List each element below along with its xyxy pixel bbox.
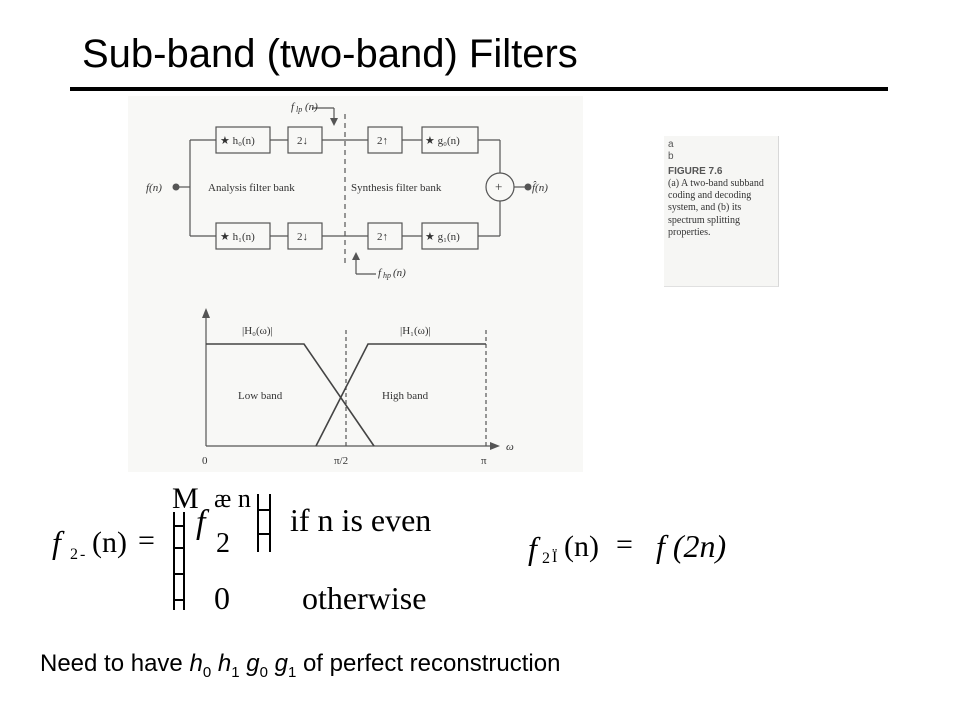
sum-label: + [495,179,502,194]
high-band-label: High band [382,390,429,402]
synthesis-label: Synthesis filter bank [351,182,442,194]
figure-caption-box [664,136,779,287]
brace-glyph-right [257,494,271,552]
title-underline [70,87,888,91]
f-lp-label: f [291,101,296,113]
svg-text:lp: lp [296,105,302,114]
g1-label: ★ g₁(n) [425,231,460,243]
up-bottom-label: 2↑ [377,231,388,243]
brace-glyph [173,512,185,610]
low-band-label: Low band [238,390,283,402]
axis-zero-label: 0 [202,455,208,467]
input-dot [172,183,180,191]
caption-text: (a) A two-band subband coding and decodi… [668,178,764,238]
svg-text:(n): (n) [305,101,318,113]
H1-label: |H₁(ω)| [400,325,431,337]
f-hp-label: f [378,267,383,279]
input-label: f(n) [146,182,162,194]
output-label: f̂(n) [532,181,548,194]
caption-ab: a b [668,139,674,162]
h1-label: ★ h₁(n) [220,231,255,243]
down-bottom-label: 2↓ [297,231,308,243]
caption-title: FIGURE 7.6 [668,166,723,177]
perfect-reconstruction-note: Need to have h0 h1 g0 g1 of perfect reco… [40,650,561,681]
up-top-label: 2↑ [377,135,388,147]
slide-title: Sub-band (two-band) Filters [82,32,578,76]
svg-text:hp: hp [383,271,391,280]
axis-omega-label: ω [506,441,514,453]
h0-label: ★ h₀(n) [220,135,255,147]
axis-mid-label: π/2 [334,455,348,467]
svg-text:(n): (n) [393,267,406,279]
analysis-label: Analysis filter bank [208,182,295,194]
filter-bank-figure: f lp (n) f hp (n) f(n) f̂(n) Analysis fi… [128,96,583,472]
output-dot [524,183,532,191]
H0-label: |H₀(ω)| [242,325,273,337]
down-top-label: 2↓ [297,135,308,147]
g0-label: ★ g₀(n) [425,135,460,147]
figure-svg: f lp (n) f hp (n) f(n) f̂(n) Analysis fi… [146,101,548,467]
axis-pi-label: π [481,455,487,467]
